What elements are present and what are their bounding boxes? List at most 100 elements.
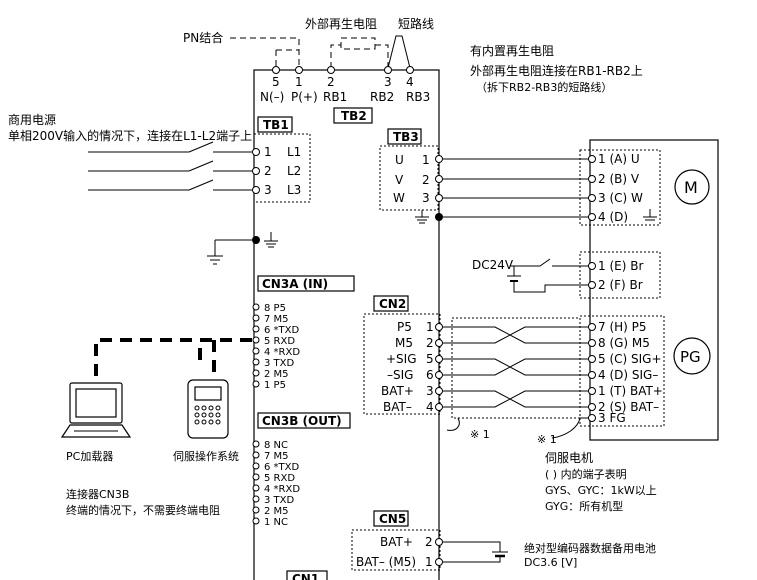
cn3b-label: CN3B (OUT): [262, 414, 342, 428]
motor-symbol-label: M: [684, 178, 698, 197]
cn3b-note-2: 终端的情况下，不需要终端电阻: [66, 503, 220, 517]
cn2-name: –SIG: [387, 368, 413, 382]
tb3-num: 2: [422, 173, 430, 187]
cn2-num: 1: [426, 320, 434, 334]
ext-regen-resistor: [340, 37, 376, 50]
cn3a-pin: 7 M5: [264, 314, 289, 325]
cn2-num: 4: [426, 400, 434, 414]
tb1-name: L3: [287, 183, 301, 197]
cn2-num: 3: [426, 384, 434, 398]
cn3b-pin: 6 *TXD: [264, 462, 300, 473]
cn2-label: CN2: [379, 297, 406, 311]
regen-note-1: 外部再生电阻连接在RB1-RB2上: [470, 63, 643, 78]
cn5-num: 2: [425, 535, 433, 549]
cn2-connector: CN2 P5 1 M5 2 +SIG 5 –SIG 6 BAT+ 3 BAT– …: [363, 295, 443, 415]
short-bar: [387, 35, 411, 69]
cn3a-pin: 1 P5: [264, 380, 286, 391]
cn3a-pin: 4 *RXD: [264, 347, 300, 358]
brake-term: 2 (F) Br: [598, 278, 643, 292]
tb3-label: TB3: [393, 130, 419, 144]
motor-terminals: 1 (A) U 2 (B) V 3 (C) W 4 (D): [579, 149, 661, 226]
pg-term: 1 (T) BAT+: [598, 384, 663, 398]
cn2-name: +SIG: [386, 352, 417, 366]
cn3b-pin: 3 TXD: [264, 495, 295, 506]
mains-title: 商用电源: [8, 112, 56, 127]
cn2-num: 2: [426, 336, 434, 350]
cn5-num: 1: [425, 555, 433, 569]
tb3-name: U: [395, 153, 404, 167]
cn3a-pin: 2 M5: [264, 369, 289, 380]
cn2-num: 5: [426, 352, 434, 366]
pn-link-label: PN结合: [183, 30, 223, 45]
encoder-cables: [443, 317, 592, 439]
short-bar-label: 短路线: [398, 16, 434, 31]
pg-term: 8 (G) M5: [598, 336, 650, 350]
cn2-name: M5: [395, 336, 413, 350]
tb3-num: 3: [422, 191, 430, 205]
op-cable-a: [198, 338, 252, 360]
builtin-regen-label: 有内置再生电阻: [470, 44, 554, 58]
cn3b-pin: 7 M5: [264, 451, 289, 462]
pg-symbol: [673, 337, 711, 375]
top-terminal-block: PN结合 外部再生电阻 短路线 5 1 2 3 4 N(–) P(+) RB1 …: [183, 16, 434, 124]
ext-regen-label: 外部再生电阻: [305, 16, 377, 31]
mains-note: 单相200V输入的情况下，连接在L1-L2端子上: [8, 128, 252, 143]
servo-operator-icon: [187, 379, 229, 439]
ground-symbol: [207, 232, 278, 265]
top-term-num: 3: [384, 75, 392, 89]
pc-cable: [94, 338, 252, 378]
tb1-label: TB1: [263, 118, 289, 132]
tb3-num: 1: [422, 153, 430, 167]
pg-symbol-label: PG: [680, 348, 701, 366]
pg-terminals: 7 (H) P5 8 (G) M5 5 (C) SIG+ 4 (D) SIG– …: [579, 315, 665, 427]
top-term-num: 2: [327, 75, 335, 89]
motor-note-1: ( ) 内的端子表明: [545, 467, 627, 481]
tb1-num: 1: [264, 145, 272, 159]
cn3b-pin: 5 RXD: [264, 473, 295, 484]
cn3b-note-1: 连接器CN3B: [66, 488, 129, 501]
top-term-num: 1: [295, 75, 303, 89]
battery-volt: DC3.6 [V]: [524, 556, 577, 569]
cn3b-pin: 2 M5: [264, 506, 289, 517]
brake-term: 1 (E) Br: [598, 259, 643, 273]
top-term-name: RB2: [370, 90, 394, 104]
tb3-section: TB3 U 1 V 2 W 3: [379, 128, 590, 224]
note-1-left: ※ 1: [470, 428, 490, 441]
top-term-name: RB3: [406, 90, 430, 104]
motor-term: 4 (D): [598, 210, 628, 224]
tb3-name: V: [395, 173, 404, 187]
top-term-num: 4: [406, 75, 414, 89]
cn2-name: P5: [397, 320, 412, 334]
cn3a-pin: 3 TXD: [264, 358, 295, 369]
pg-term: 3 FG: [598, 411, 626, 425]
tb1-num: 3: [264, 183, 272, 197]
top-term-name: RB1: [323, 90, 347, 104]
cn5-name: BAT+: [380, 535, 413, 549]
cn3b-pin: 8 NC: [264, 440, 288, 451]
cn3a-pin: 8 P5: [264, 303, 286, 314]
motor-term: 1 (A) U: [598, 152, 640, 166]
pg-term: 4 (D) SIG–: [598, 368, 658, 382]
cn3b-pin: 1 NC: [264, 517, 288, 528]
top-term-name: P(+): [291, 90, 318, 104]
tb1-num: 2: [264, 164, 272, 178]
motor-note-3: GYG：所有机型: [545, 499, 623, 513]
pg-term: 7 (H) P5: [598, 320, 647, 334]
pc-loader-label: PC加载器: [66, 450, 113, 463]
cn3b-connector: CN3B (OUT) 8 NC 7 M5 6 *TXD 5 RXD 4 *RXD…: [252, 412, 351, 528]
cn3a-pin: 6 *TXD: [264, 325, 300, 336]
pc-loader-icon: [60, 382, 132, 438]
pg-term: 5 (C) SIG+: [598, 352, 662, 366]
motor-title: 伺服电机: [545, 451, 593, 465]
regen-note-2: （拆下RB2-RB3的短路线）: [476, 80, 612, 94]
tb3-name: W: [393, 191, 405, 205]
cn5-connector: CN5 BAT+ 2 BAT– (M5) 1: [351, 510, 508, 571]
amplifier-body: [253, 69, 440, 580]
cn3a-pin: 5 RXD: [264, 336, 295, 347]
cn1-label: CN1: [292, 572, 319, 580]
motor-term: 3 (C) W: [598, 191, 643, 205]
tb1-name: L1: [287, 145, 301, 159]
mains-power-section: 商用电源 单相200V输入的情况下，连接在L1-L2端子上 TB1 1 L1 2…: [8, 112, 311, 203]
battery-note: 绝对型编码器数据备用电池: [524, 541, 656, 555]
cn2-name: BAT–: [383, 400, 412, 414]
